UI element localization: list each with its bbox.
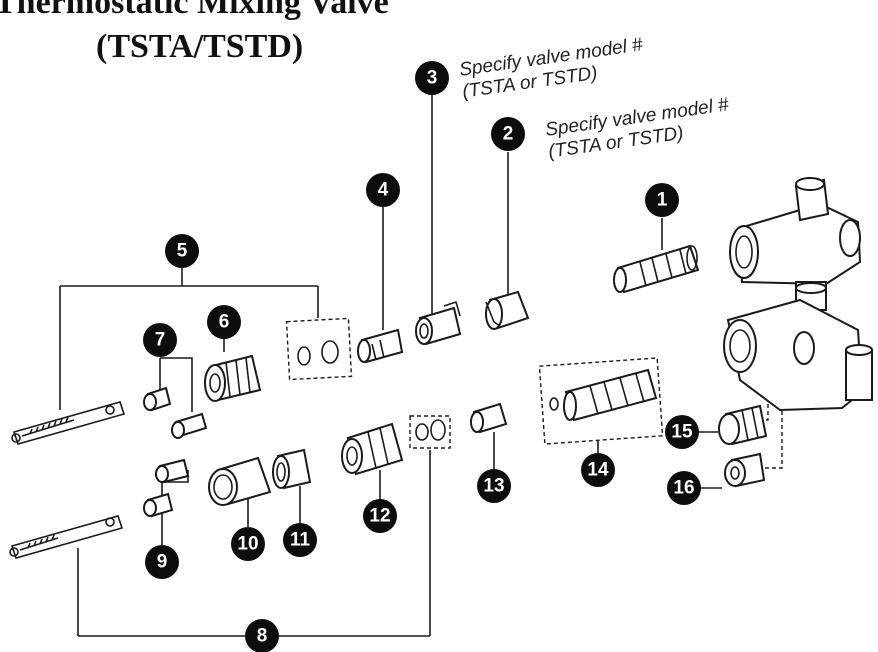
screw-kit-5 [11, 401, 126, 445]
svg-text:2: 2 [503, 124, 514, 145]
callout-2: 2 [491, 117, 525, 151]
sleeves-9 [143, 458, 190, 518]
o-rings-5 [297, 340, 339, 366]
callout-4: 4 [366, 173, 400, 207]
svg-text:12: 12 [369, 506, 390, 527]
callout-5: 5 [165, 234, 199, 268]
diagram-title-line1: Thermostatic Mixing Valve [0, 0, 389, 21]
callout-6: 6 [207, 305, 241, 339]
svg-text:11: 11 [290, 530, 311, 551]
svg-text:13: 13 [483, 476, 504, 497]
svg-text:15: 15 [671, 422, 693, 443]
adapter-12 [341, 422, 404, 476]
ring-10 [208, 456, 272, 506]
callout-9: 9 [145, 545, 179, 579]
svg-text:4: 4 [378, 180, 389, 201]
svg-text:9: 9 [157, 552, 168, 573]
stem-4 [357, 328, 404, 364]
plug-16 [724, 452, 766, 488]
cartridge-14 [549, 368, 658, 422]
callout-8: 8 [245, 619, 279, 652]
svg-text:14: 14 [587, 460, 609, 481]
svg-text:10: 10 [237, 534, 258, 555]
dashed-group-boxes [285, 317, 664, 449]
sleeve-11 [272, 448, 312, 490]
o-rings-8 [415, 419, 446, 441]
callout-13: 13 [477, 469, 511, 503]
callout-1: 1 [645, 183, 679, 217]
svg-text:5: 5 [177, 241, 188, 262]
callout-7: 7 [143, 323, 177, 357]
svg-text:16: 16 [673, 478, 694, 499]
callout-14: 14 [581, 453, 615, 487]
bonnet-nut-6 [204, 354, 262, 402]
svg-text:6: 6 [219, 312, 230, 333]
stem-13 [470, 402, 508, 434]
callout-3: 3 [415, 61, 449, 95]
callout-11: 11 [283, 523, 317, 557]
svg-text:1: 1 [657, 190, 668, 211]
callout-15: 15 [665, 415, 699, 449]
callout-10: 10 [231, 527, 265, 561]
cartridge-1 [613, 244, 700, 294]
callout-12: 12 [363, 499, 397, 533]
check-stop-3 [415, 300, 462, 346]
svg-text:3: 3 [427, 68, 438, 89]
screw-kit-8 [9, 515, 124, 559]
callout-badges: 1 2 3 4 5 6 7 8 9 10 11 12 13 14 15 16 [143, 61, 701, 652]
svg-text:8: 8 [257, 626, 268, 647]
callout-16: 16 [667, 471, 701, 505]
svg-text:7: 7 [155, 330, 166, 351]
sleeves-7 [143, 386, 208, 439]
diagram-title-line2: (TSTA/TSTD) [96, 28, 304, 65]
clip-sleeve-2 [485, 290, 530, 330]
plug-15 [718, 404, 768, 446]
valve-body [723, 177, 873, 412]
